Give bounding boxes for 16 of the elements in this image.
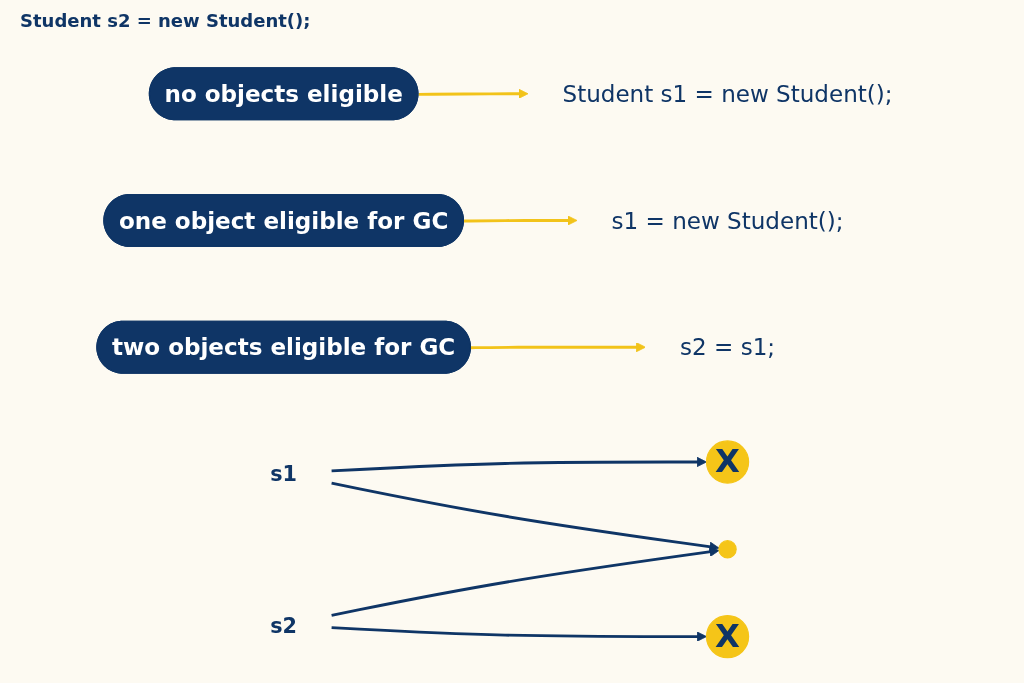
- node-circle: X: [705, 440, 750, 484]
- code-line: Student s2 = new Student();: [20, 10, 311, 31]
- node-text: s1: [270, 461, 298, 486]
- arrow: [331, 456, 707, 473]
- node-text: s1 = new Student();: [611, 206, 844, 235]
- node-text: s2: [270, 612, 298, 638]
- arrow: [470, 342, 646, 353]
- arrow: [331, 546, 720, 617]
- node-text: Student s1 = new Student();: [562, 79, 893, 108]
- node-circle: [718, 540, 737, 559]
- node-circle: X: [705, 614, 750, 659]
- arrow: [331, 626, 707, 642]
- arrow: [331, 481, 720, 552]
- arrow: [418, 88, 529, 99]
- node-text: s2 = s1;: [680, 333, 776, 362]
- arrow: [463, 215, 578, 226]
